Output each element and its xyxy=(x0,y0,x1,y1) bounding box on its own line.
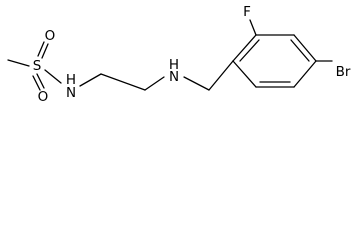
hydrogen-atom-amine: H xyxy=(169,57,179,73)
nitrogen-atom-sulfonamide: N xyxy=(66,85,76,101)
ring-bond-c1-c2 xyxy=(232,34,257,62)
bond-benzyl-ring xyxy=(208,60,234,91)
bond-sulfur-oxygen-bottom-b xyxy=(36,73,45,89)
bond-nitrogen-benzyl xyxy=(183,76,210,91)
atom-labels: S O O N H N H F Br xyxy=(33,4,351,105)
fluorine-atom: F xyxy=(243,4,251,20)
bond-sulfur-nitrogen xyxy=(44,69,62,84)
chemical-structure-diagram: S O O N H N H F Br xyxy=(7,4,351,105)
bond-sulfur-oxygen-bottom-a xyxy=(32,75,41,91)
oxygen-atom-top: O xyxy=(45,28,56,44)
bond-ch2-nitrogen xyxy=(144,76,165,91)
bond-nitrogen-ch2 xyxy=(79,73,102,87)
bond-ch2-ch2 xyxy=(100,73,146,91)
ring-double-bond-c1-c2 xyxy=(239,39,260,62)
ring-bond-c3-c4 xyxy=(293,34,317,62)
ring-double-bond-c3-c4 xyxy=(290,39,310,62)
oxygen-atom-bottom: O xyxy=(38,89,49,105)
bond-sulfur-oxygen-top-b xyxy=(41,43,49,59)
sulfur-atom: S xyxy=(33,58,42,74)
ring-bond-c6-c1 xyxy=(232,60,257,88)
hydrogen-atom-sulfonamide: H xyxy=(66,72,76,88)
bromine-atom: Br xyxy=(336,64,351,80)
nitrogen-atom-amine: N xyxy=(169,69,179,85)
ring-bond-c4-c5 xyxy=(293,60,317,88)
bonds xyxy=(7,19,333,91)
bond-methyl-sulfur xyxy=(7,59,30,67)
bond-sulfur-oxygen-top-a xyxy=(37,41,45,57)
bond-ring-fluorine xyxy=(249,19,257,36)
